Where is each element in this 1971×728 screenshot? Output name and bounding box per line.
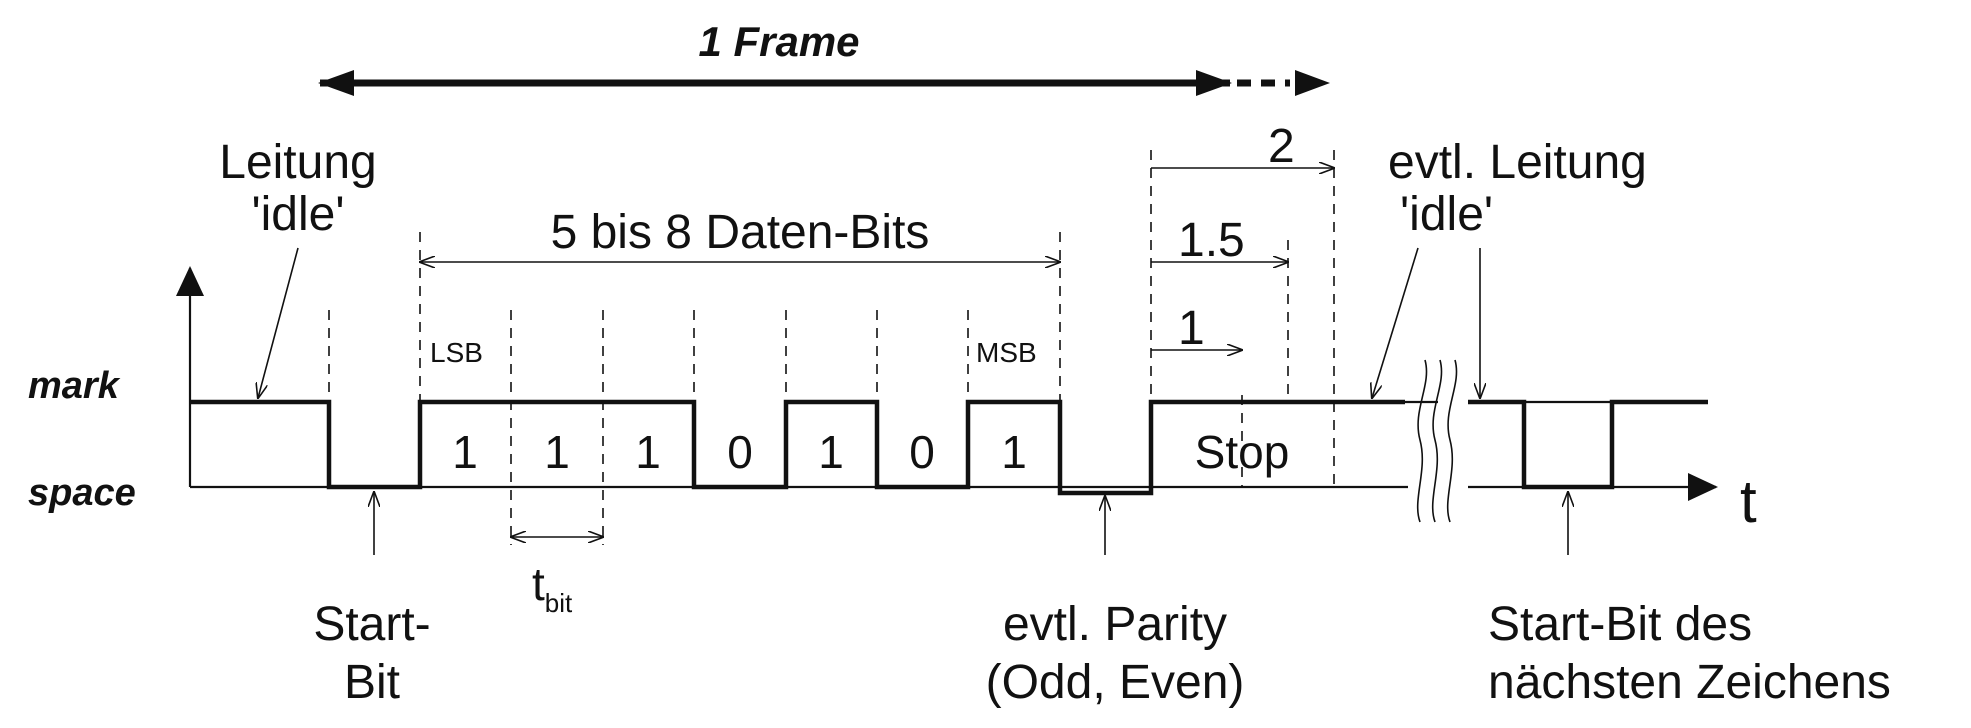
axis-break (1416, 359, 1458, 523)
mark-label: mark (28, 365, 121, 407)
bit-value: 1 (1001, 426, 1027, 478)
msb-label: MSB (976, 337, 1037, 368)
stop-label: Stop (1195, 426, 1290, 478)
bit-value: 0 (909, 426, 935, 478)
stop-length-1: 1 (1178, 302, 1205, 355)
next-start-line2: nächsten Zeichens (1488, 656, 1891, 709)
idle-left-line1: Leitung (219, 136, 376, 189)
space-label: space (28, 472, 136, 514)
parity-line2: (Odd, Even) (986, 656, 1245, 709)
signal-waveform (190, 399, 1405, 496)
frame-label: 1 Frame (698, 18, 859, 65)
start-bit-line2: Bit (344, 656, 400, 709)
idle-left-arrow (258, 247, 299, 398)
idle-left-line2: 'idle' (251, 188, 344, 241)
tbit-main: t (532, 558, 545, 610)
data-bits-label: 5 bis 8 Daten-Bits (551, 206, 930, 259)
tbit-label: tbit (532, 558, 573, 618)
bottom-pointers (374, 492, 1568, 555)
bit-values: 1 1 1 0 1 0 1 (452, 426, 1027, 478)
stop-length-arrows (1151, 168, 1334, 350)
stop-length-1-5: 1.5 (1178, 214, 1245, 267)
bit-value: 0 (727, 426, 753, 478)
idle-right-arrow-1 (1372, 247, 1419, 398)
bit-value: 1 (818, 426, 844, 478)
idle-right-line1: evtl. Leitung (1388, 136, 1647, 189)
bit-value: 1 (452, 426, 478, 478)
signal-waveform-continued (1468, 399, 1708, 490)
frame-arrow (318, 70, 1330, 96)
lsb-label: LSB (430, 337, 483, 368)
tbit-sub: bit (545, 588, 573, 618)
parity-line1: evtl. Parity (1003, 598, 1227, 651)
time-axis-label: t (1740, 468, 1757, 535)
next-start-line1: Start-Bit des (1488, 598, 1752, 651)
idle-right-line2: 'idle' (1400, 188, 1493, 241)
start-bit-line1: Start- (313, 598, 430, 651)
bit-value: 1 (635, 426, 661, 478)
stop-length-2: 2 (1268, 120, 1295, 173)
bit-value: 1 (544, 426, 570, 478)
